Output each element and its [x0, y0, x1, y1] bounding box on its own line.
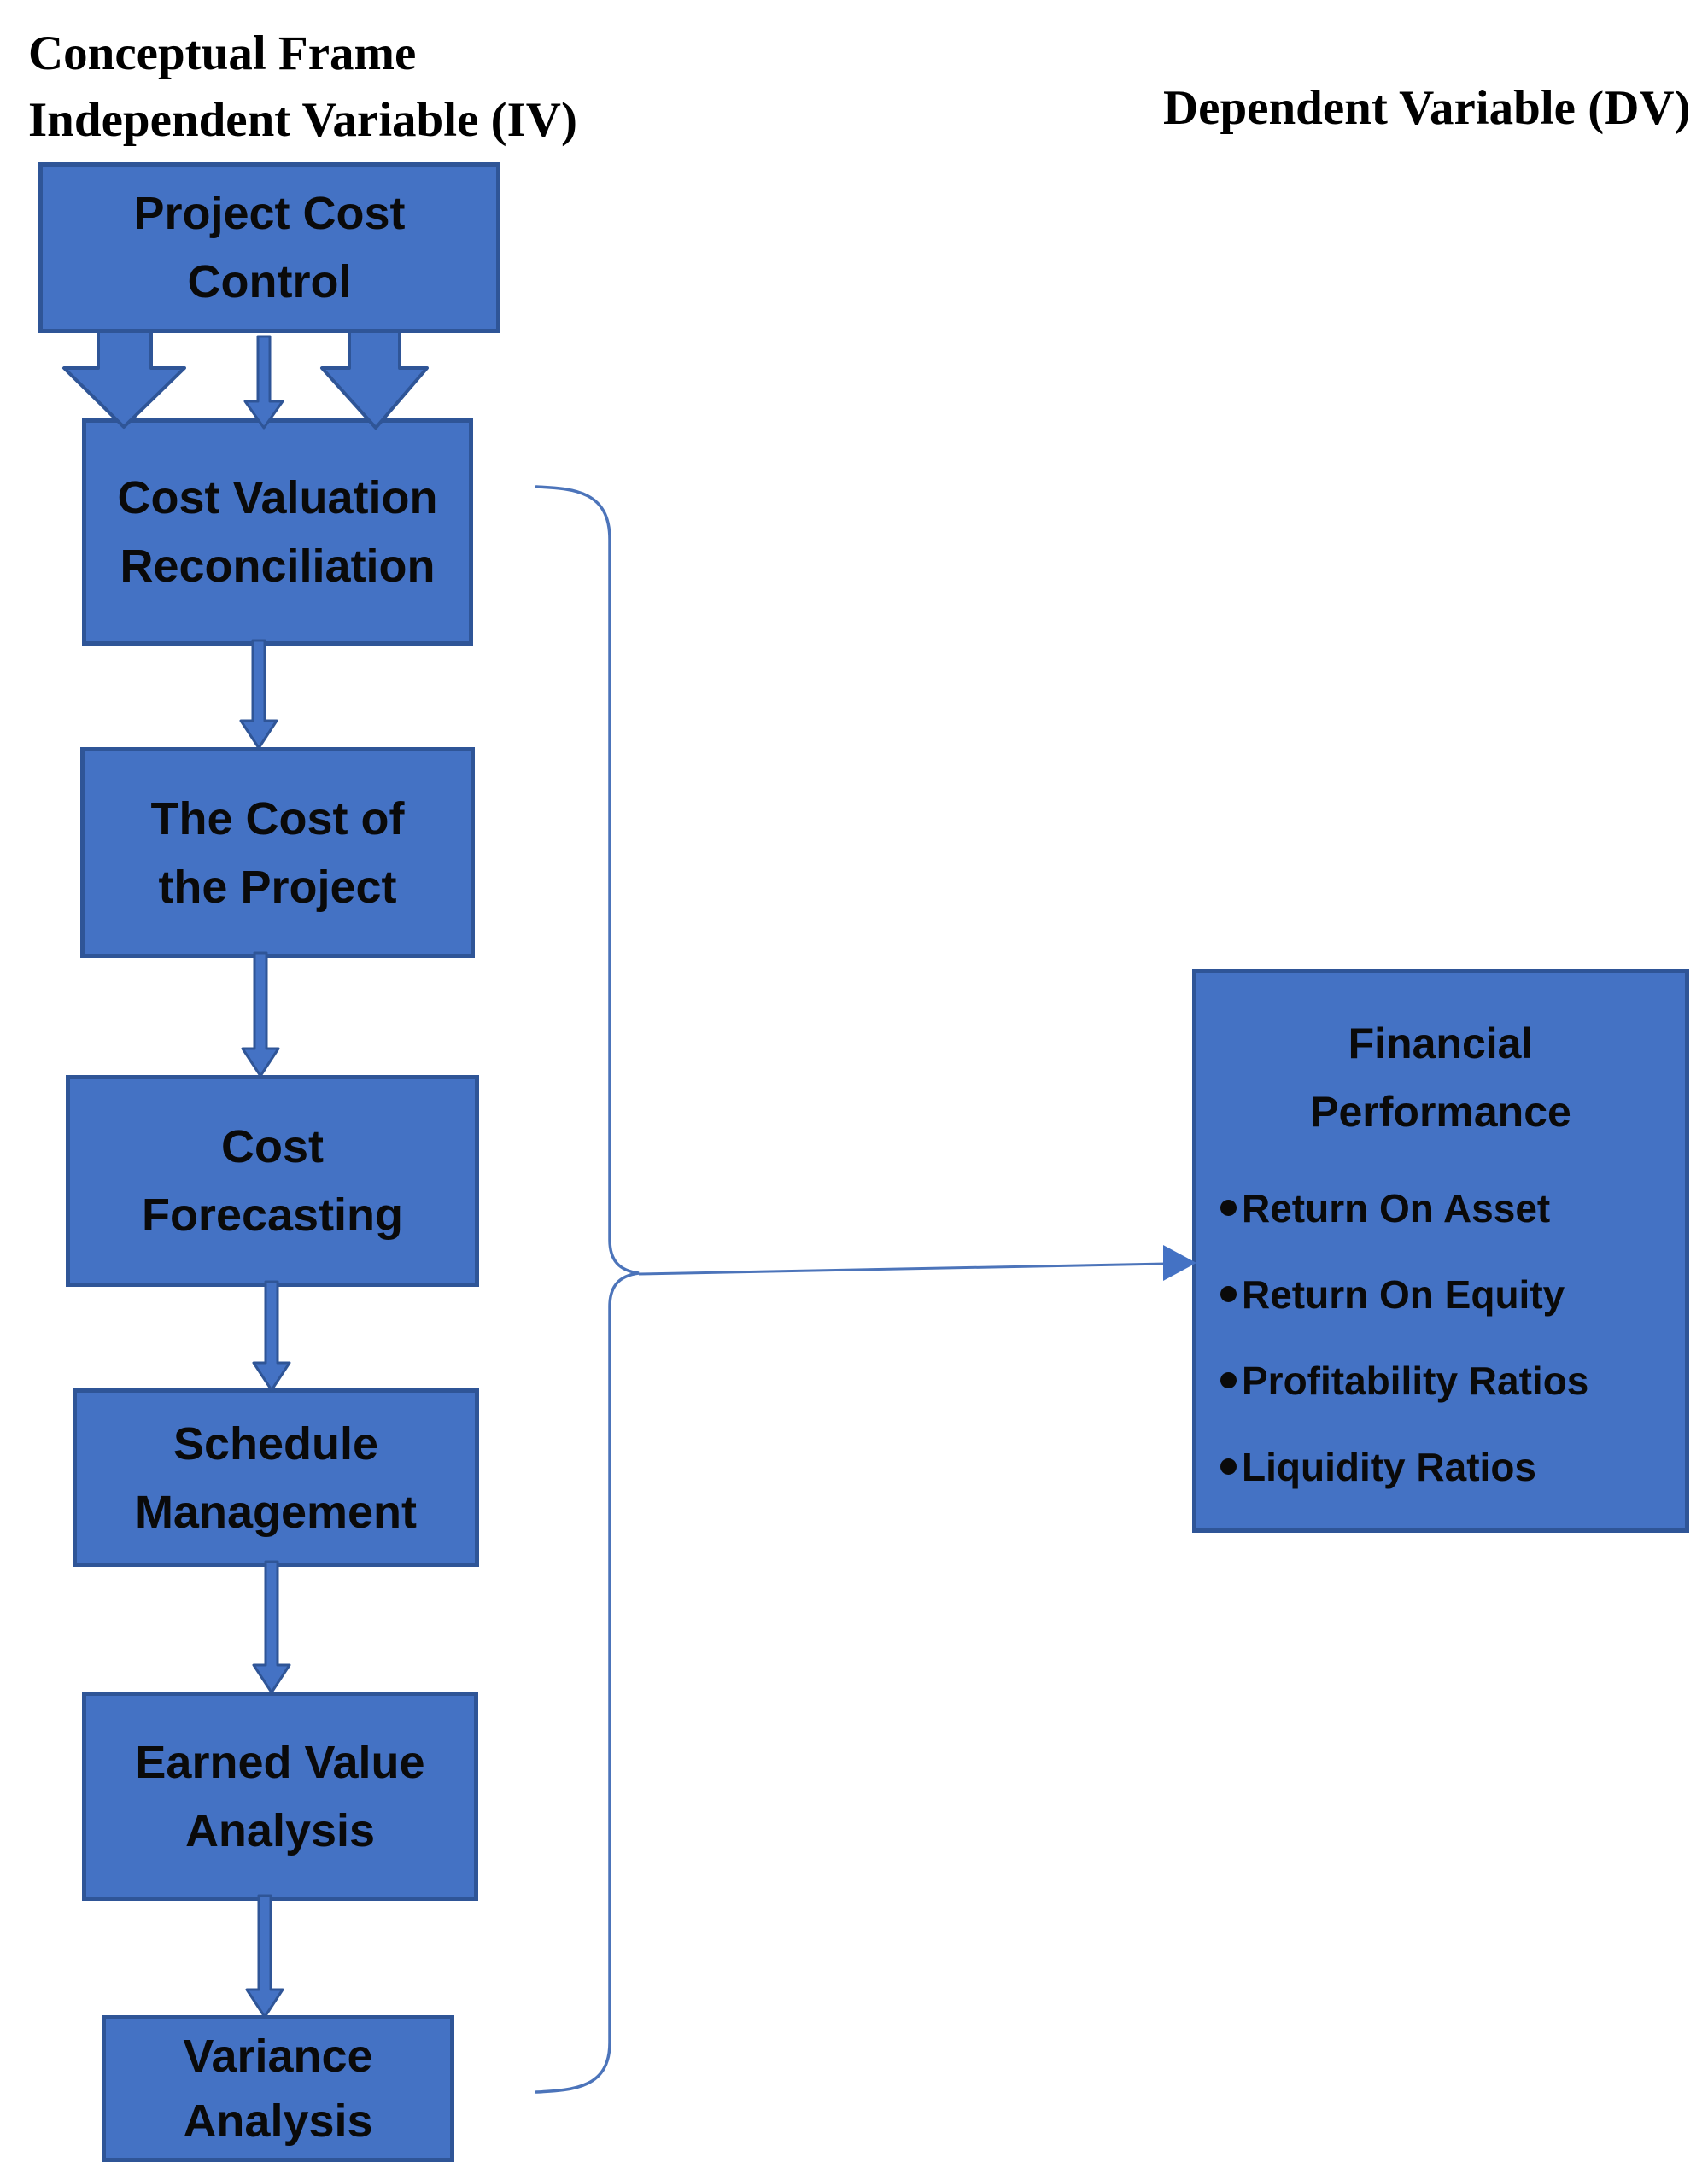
box-label-line: Earned Value — [135, 1736, 425, 1788]
box-label-line: Schedule — [173, 1417, 379, 1470]
block-down-arrow-left — [62, 330, 186, 429]
dependent-variable-label: Dependent Variable (DV) — [1163, 81, 1691, 135]
bullet-dot-icon — [1220, 1286, 1237, 1302]
box-cost-valuation-reconciliation: Cost Valuation Reconciliation — [82, 418, 473, 646]
box-label-line: Cost — [221, 1121, 324, 1172]
iv-to-dv-arrow-line — [638, 1262, 1167, 1276]
bullet-item: Profitability Ratios — [1220, 1337, 1685, 1423]
bullet-dot-icon — [1220, 1372, 1237, 1388]
conceptual-frame-title: Conceptual Frame — [28, 26, 417, 80]
bullet-text: Return On Equity — [1242, 1271, 1565, 1317]
bullet-item: Return On Asset — [1220, 1165, 1685, 1251]
box-earned-value-analysis: Earned Value Analysis — [82, 1692, 478, 1901]
bullet-text: Return On Asset — [1242, 1185, 1551, 1230]
down-arrow-reconciliation-to-cost — [239, 639, 278, 750]
down-arrow-cost-to-forecasting — [241, 951, 280, 1078]
box-label-line: Cost Valuation — [117, 472, 438, 523]
bullet-item: Return On Equity — [1220, 1251, 1685, 1337]
block-down-arrow-right — [320, 330, 429, 430]
bullet-text: Liquidity Ratios — [1242, 1444, 1536, 1489]
financial-performance-title: Financial Performance — [1196, 1009, 1685, 1146]
bullet-dot-icon — [1220, 1458, 1237, 1475]
box-label-line: Analysis — [184, 1804, 376, 1856]
dv-title-line: Performance — [1310, 1088, 1571, 1136]
box-label-line: Control — [187, 256, 352, 307]
box-cost-forecasting: Cost Forecasting — [66, 1075, 479, 1287]
down-arrow-forecasting-to-schedule — [252, 1280, 291, 1392]
bullet-dot-icon — [1220, 1200, 1237, 1216]
box-variance-analysis: Variance Analysis — [102, 2015, 454, 2162]
down-arrow-schedule-to-earned-value — [252, 1560, 291, 1694]
box-label-line: Variance — [183, 2031, 373, 2082]
box-label-line: Project Cost — [133, 188, 406, 239]
bullet-text: Profitability Ratios — [1242, 1358, 1589, 1403]
box-label-line: the Project — [158, 861, 397, 913]
thin-down-arrow-top-middle — [243, 335, 284, 430]
down-arrow-earned-value-to-variance — [245, 1894, 284, 2019]
box-the-cost-of-the-project: The Cost of the Project — [80, 747, 475, 958]
box-project-cost-control: Project Cost Control — [38, 162, 500, 333]
box-financial-performance: Financial Performance Return On Asset Re… — [1192, 969, 1689, 1533]
box-schedule-management: Schedule Management — [73, 1388, 479, 1567]
box-label-line: Reconciliation — [120, 541, 436, 592]
box-label-line: Management — [134, 1486, 418, 1538]
dv-title-line: Financial — [1348, 1020, 1534, 1067]
iv-heading: Conceptual Frame Independent Variable (I… — [28, 20, 577, 154]
bullet-item: Liquidity Ratios — [1220, 1423, 1685, 1510]
financial-performance-bullet-list: Return On Asset Return On Equity Profita… — [1196, 1165, 1685, 1510]
box-label-line: The Cost of — [150, 792, 405, 845]
box-label-line: Analysis — [183, 2095, 373, 2147]
grouping-brace — [535, 485, 640, 2094]
independent-variable-label: Independent Variable (IV) — [28, 93, 577, 147]
box-label-line: Forecasting — [141, 1189, 404, 1241]
